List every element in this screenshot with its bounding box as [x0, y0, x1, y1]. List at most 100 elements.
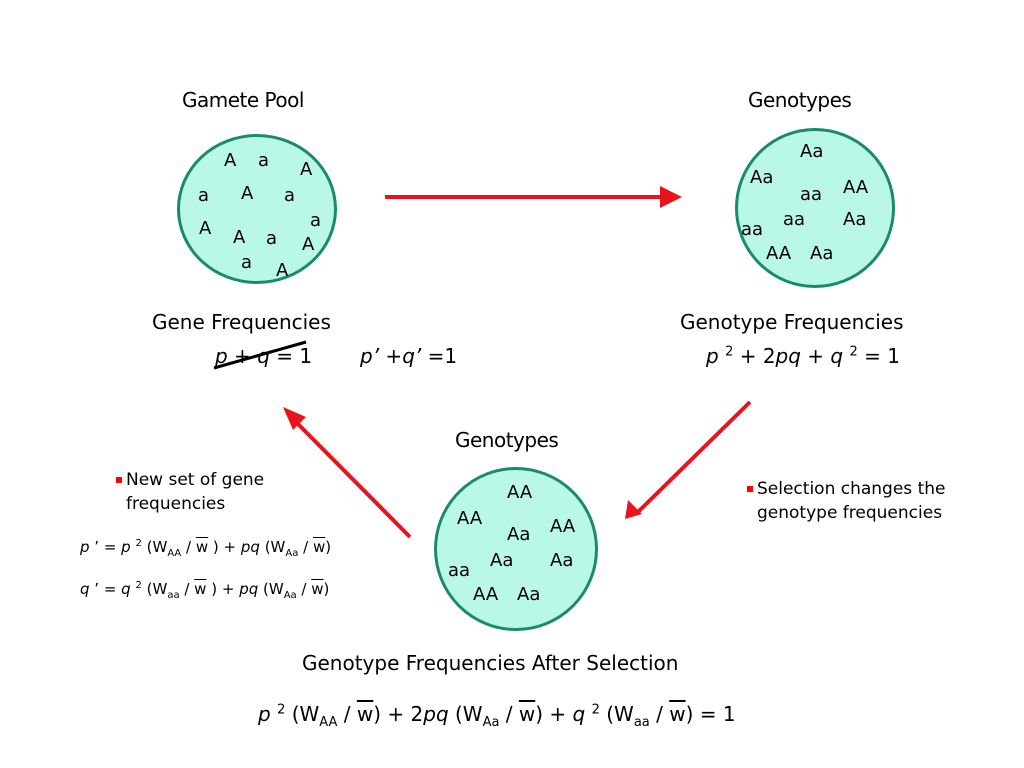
subscript: aa	[633, 715, 650, 730]
plus-text: +	[227, 344, 258, 368]
genotypes-bottom-title: Genotypes	[455, 428, 559, 452]
allele: a	[310, 210, 322, 231]
genotype-item: Aa	[507, 524, 531, 545]
q-symbol: q	[830, 344, 844, 368]
exponent: 2	[591, 702, 600, 718]
p-symbol: p	[121, 538, 131, 556]
subscript: aa	[167, 590, 180, 601]
genotypes-top-circle: Aa Aa aa AA aa aa Aa AA Aa	[735, 128, 895, 288]
genotypes-top-title: Genotypes	[748, 88, 852, 112]
genotype-item: aa	[783, 209, 806, 230]
mean-fitness-symbol: w	[194, 580, 207, 598]
genotype-item: AA	[457, 508, 483, 529]
formula-text: (W	[141, 538, 168, 556]
genotype-item: AA	[507, 482, 533, 503]
p-symbol: p	[80, 538, 90, 556]
formula-text: ) +	[535, 702, 573, 726]
formula-text: /	[499, 702, 519, 726]
mean-fitness-symbol: w	[356, 702, 374, 726]
q-prime-symbol: q’	[402, 344, 422, 368]
gene-frequencies-label: Gene Frequencies	[152, 310, 331, 334]
subscript: AA	[319, 715, 338, 730]
genotype-item: AA	[473, 584, 499, 605]
pq-symbol: pq	[423, 702, 449, 726]
after-selection-equation: p 2 (WAA / w) + 2pq (WAa / w) + q 2 (Waa…	[258, 702, 736, 730]
arrow-gametes-to-genotypes	[385, 186, 682, 208]
formula-text: /	[337, 702, 357, 726]
mean-fitness-symbol: w	[669, 702, 686, 726]
allele: a	[241, 252, 253, 273]
formula-text: ’ =	[89, 538, 122, 556]
eq-text: = 1	[857, 344, 900, 368]
pq-symbol: pq	[240, 538, 260, 556]
allele: a	[198, 185, 210, 206]
pq-symbol: pq	[775, 344, 801, 368]
formula-text: /	[298, 538, 313, 556]
subscript: AA	[167, 548, 182, 559]
bullet-marker	[747, 486, 753, 492]
selection-changes-note: Selection changes the genotype frequenci…	[757, 479, 946, 523]
allele: A	[199, 218, 212, 239]
p-prime-formula: p ’ = p 2 (WAA / w ) + pq (WAa / w)	[80, 538, 331, 559]
genotype-item: AA	[843, 177, 869, 198]
subscript: Aa	[482, 715, 500, 730]
subscript: Aa	[285, 548, 299, 559]
p-prime-symbol: p’	[360, 344, 380, 368]
old-gene-frequency-equation: p + q = 1	[215, 344, 312, 368]
formula-text: /	[296, 580, 312, 598]
new-gene-frequency-equation: p’ +q’ =1	[360, 344, 457, 368]
genotype-item: AA	[550, 516, 576, 537]
subscript: Aa	[283, 590, 297, 601]
formula-text: ’ =	[89, 580, 122, 598]
eq-text: + 2	[733, 344, 776, 368]
mean-fitness-symbol: w	[312, 538, 326, 556]
exponent: 2	[277, 702, 286, 718]
p-symbol: p	[215, 344, 228, 368]
formula-text: )	[323, 580, 330, 598]
formula-text: (W	[448, 702, 483, 726]
formula-text: ) +	[208, 538, 241, 556]
q-symbol: q	[572, 702, 586, 726]
exponent: 2	[135, 538, 142, 549]
formula-text: /	[649, 702, 670, 726]
genotype-item: Aa	[810, 243, 834, 264]
mean-fitness-symbol: w	[195, 538, 209, 556]
allele: A	[300, 159, 313, 180]
formula-text: /	[179, 580, 195, 598]
genotype-item: aa	[741, 219, 764, 240]
formula-text: (W	[285, 702, 320, 726]
mean-fitness-symbol: w	[518, 702, 536, 726]
q-symbol: q	[121, 580, 131, 598]
equals-text: = 1	[269, 344, 313, 368]
plus-text: +	[379, 344, 403, 368]
genotype-item: Aa	[517, 584, 541, 605]
arrow-selection-to-gene-frequencies	[283, 407, 412, 539]
allele: A	[233, 227, 246, 248]
arrow-genotypes-to-selection	[625, 400, 752, 519]
formula-text: )	[325, 538, 332, 556]
formula-text: /	[181, 538, 196, 556]
genotype-item: aa	[448, 560, 471, 581]
bullet-marker	[116, 477, 122, 483]
formula-text: (W	[141, 580, 168, 598]
equals-text: =1	[421, 344, 458, 368]
genotypes-bottom-circle: AA AA Aa AA aa Aa Aa AA Aa	[434, 467, 598, 631]
p-symbol: p	[258, 702, 271, 726]
genotype-item: Aa	[490, 550, 514, 571]
after-selection-label: Genotype Frequencies After Selection	[302, 651, 679, 675]
gamete-pool-title: Gamete Pool	[182, 88, 304, 112]
p-symbol: p	[706, 344, 719, 368]
formula-text: (W	[259, 538, 286, 556]
formula-text: ) = 1	[685, 702, 736, 726]
allele: a	[284, 185, 296, 206]
allele: a	[258, 150, 270, 171]
strike-through-line	[213, 340, 307, 370]
genotype-frequencies-label: Genotype Frequencies	[680, 310, 904, 334]
genotype-item: AA	[766, 243, 792, 264]
hardy-weinberg-equation: p 2 + 2pq + q 2 = 1	[706, 344, 900, 368]
formula-text: ) +	[206, 580, 240, 598]
gamete-pool-circle: A a A a A a a A A a A a A	[177, 134, 337, 284]
exponent: 2	[849, 344, 858, 360]
mean-fitness-symbol: w	[311, 580, 324, 598]
formula-text: (W	[258, 580, 284, 598]
